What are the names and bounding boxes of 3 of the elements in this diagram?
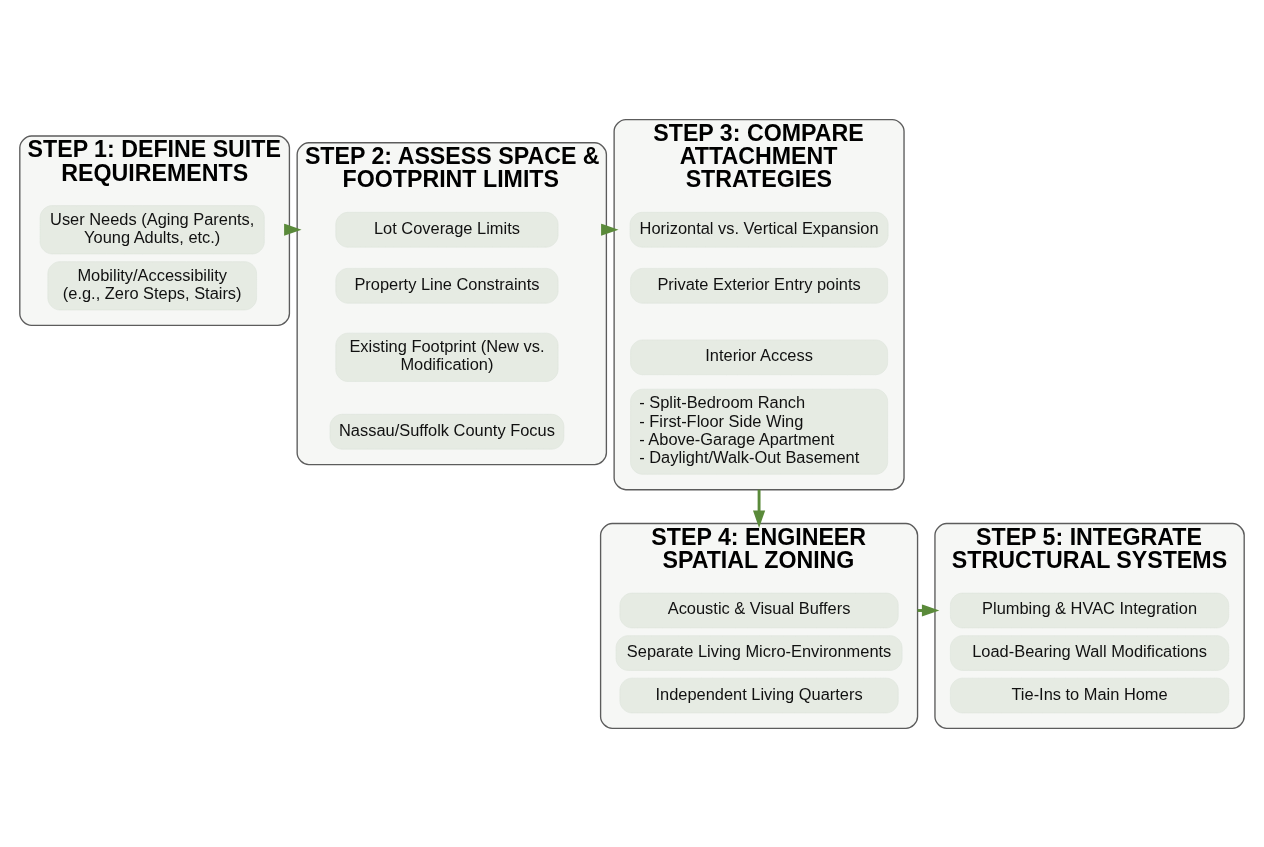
- arrow: [284, 223, 302, 236]
- arrow: [601, 223, 619, 236]
- arrow: [752, 489, 766, 528]
